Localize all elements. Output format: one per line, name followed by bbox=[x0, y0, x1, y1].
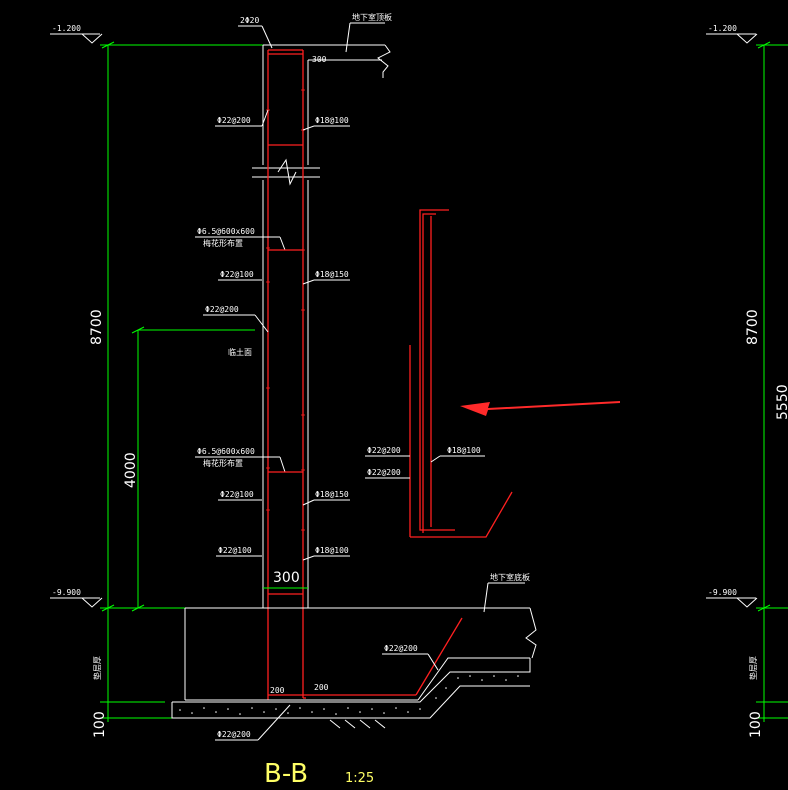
detail-bar-bottom bbox=[410, 491, 513, 538]
label-slab-bottom: 地下室底板 bbox=[490, 572, 530, 582]
label-tie2-b: 梅花形布置 bbox=[203, 458, 243, 468]
detail-label-l2: Φ22@200 bbox=[367, 468, 401, 477]
label-l3: Φ22@200 bbox=[205, 305, 239, 314]
section-title: B-B bbox=[264, 759, 308, 789]
level-triangle-bottom-left bbox=[81, 597, 103, 608]
dim-label-200-left: 200 bbox=[270, 686, 285, 695]
label-wall-face: 临土面 bbox=[228, 347, 252, 357]
level-bottom-left: -9.900 bbox=[52, 588, 81, 597]
dim-label-300-wall: 300 bbox=[273, 570, 300, 586]
dim-label-8700: 8700 bbox=[89, 309, 105, 345]
dim-label-300-top: 300 bbox=[312, 55, 327, 64]
label-l5: Φ22@100 bbox=[218, 546, 252, 555]
slab-break-line bbox=[377, 44, 391, 78]
level-top-left: -1.200 bbox=[52, 24, 81, 33]
wall-outline bbox=[252, 44, 391, 608]
label-footing-bar: Φ22@200 bbox=[384, 644, 418, 653]
arrow-icon bbox=[460, 401, 620, 416]
detail-rebar: Φ22@200 Φ22@200 Φ18@100 bbox=[365, 209, 513, 538]
label-l4: Φ22@100 bbox=[220, 490, 254, 499]
dim-label-bottom-vert-right: 垫层厚 bbox=[748, 656, 758, 680]
left-dimension-group: -1.200 8700 4000 -9.900 垫层厚 100 bbox=[50, 24, 270, 738]
blinding-hatch bbox=[179, 675, 519, 715]
dim-label-bottom-vert: 垫层厚 bbox=[92, 656, 102, 680]
detail-bar-outer bbox=[419, 209, 455, 531]
dim-label-8700-right: 8700 bbox=[745, 309, 761, 345]
dim-label-100-left: 100 bbox=[92, 711, 108, 738]
label-r5: Φ18@100 bbox=[315, 546, 349, 555]
dim-label-200-right: 200 bbox=[314, 683, 329, 692]
footing-slope bbox=[417, 657, 530, 701]
level-top-right: -1.200 bbox=[708, 24, 737, 33]
soil-hatch bbox=[329, 719, 386, 729]
wall-annotations: 2Φ20 地下室顶板 300 Φ22@200 Φ18@100 Φ6.5@600x… bbox=[195, 12, 392, 592]
label-footing-bottom: Φ22@200 bbox=[217, 730, 251, 739]
right-partial-section: -1.200 8700 5550 -9.900 垫层厚 100 bbox=[706, 24, 788, 738]
level-bottom-right: -9.900 bbox=[708, 588, 737, 597]
footing-bent-rebar bbox=[415, 617, 463, 696]
label-tie1-b: 梅花形布置 bbox=[203, 238, 243, 248]
label-r2: Φ18@150 bbox=[315, 270, 349, 279]
dim-label-100-right: 100 bbox=[748, 711, 764, 738]
label-l1: Φ22@200 bbox=[217, 116, 251, 125]
dim-label-5550: 5550 bbox=[775, 384, 788, 420]
wall-rebar bbox=[266, 49, 305, 700]
level-triangle-top-left bbox=[81, 33, 103, 44]
label-r1: Φ18@100 bbox=[315, 116, 349, 125]
detail-label-r1: Φ18@100 bbox=[447, 446, 481, 455]
footing-break bbox=[525, 607, 537, 659]
label-l2: Φ22@100 bbox=[220, 270, 254, 279]
detail-label-l1: Φ22@200 bbox=[367, 446, 401, 455]
label-top-bar: 2Φ20 bbox=[240, 16, 259, 25]
footing: 200 200 地下室底板 Φ22@200 Φ22@200 bbox=[171, 572, 537, 741]
highlight-arrow bbox=[460, 401, 620, 416]
label-tie1-a: Φ6.5@600x600 bbox=[197, 227, 255, 236]
label-r4: Φ18@150 bbox=[315, 490, 349, 499]
wall-break-symbol bbox=[277, 158, 297, 186]
dim-label-4000: 4000 bbox=[123, 452, 139, 488]
label-tie2-a: Φ6.5@600x600 bbox=[197, 447, 255, 456]
blinding-outline bbox=[171, 685, 530, 719]
section-scale: 1:25 bbox=[345, 771, 374, 786]
label-slab-top: 地下室顶板 bbox=[352, 12, 392, 22]
